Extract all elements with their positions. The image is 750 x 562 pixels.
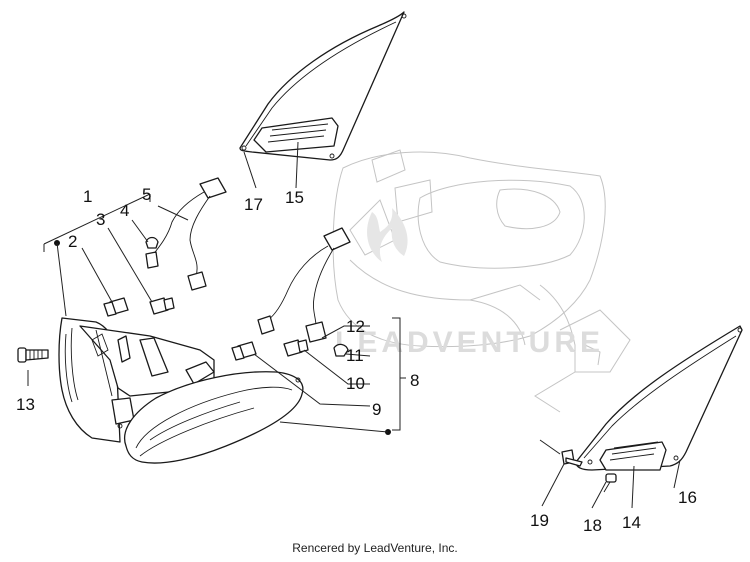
screw-19 [561, 449, 583, 467]
headlamp-housing [58, 317, 304, 464]
callout-16: 16 [678, 488, 697, 507]
callout-10: 10 [346, 374, 365, 393]
wiring-harness-12 [257, 227, 351, 343]
callout-2: 2 [68, 232, 77, 251]
watermark-text: LEADVENTURE [335, 326, 604, 359]
callout-18: 18 [583, 516, 602, 535]
callout-17: 17 [244, 195, 263, 214]
upper-side-panel [239, 11, 407, 161]
bulb-socket-3 [149, 297, 175, 315]
callout-3: 3 [96, 210, 105, 229]
callout-8: 8 [410, 371, 419, 390]
callout-4: 4 [120, 201, 129, 220]
callout-5: 5 [142, 185, 151, 204]
lower-side-panel [575, 325, 743, 471]
bulb-11 [333, 343, 349, 357]
callout-11: 11 [346, 346, 364, 365]
callout-1: 1 [83, 187, 92, 206]
callout-19: 19 [530, 511, 549, 530]
footer-credit: Rencered by LeadVenture, Inc. [292, 541, 458, 555]
screw-13 [17, 347, 49, 363]
bulb-4 [145, 236, 159, 249]
callout-15: 15 [285, 188, 304, 207]
bulb-socket-10 [283, 339, 309, 357]
callout-13: 13 [16, 395, 35, 414]
callout-9: 9 [372, 400, 381, 419]
background-body-outline [332, 149, 631, 413]
wiring-harness-5 [145, 177, 227, 291]
callout-14: 14 [622, 513, 641, 532]
screw-18 [603, 473, 617, 493]
leader-lines [27, 141, 681, 509]
watermark-logo: LEADVENTURE [335, 208, 604, 359]
bulb-2 [103, 297, 129, 317]
bulb-9 [231, 341, 257, 361]
callout-12: 12 [346, 317, 365, 336]
callout-labels: 1 2 3 4 5 8 9 10 11 12 13 14 15 16 17 18… [16, 185, 697, 535]
